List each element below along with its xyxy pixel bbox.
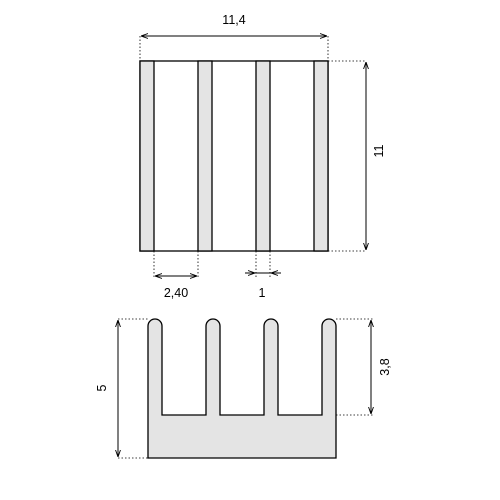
side-view: [147, 318, 337, 459]
overall-height-label: 5: [95, 384, 109, 391]
fin-4: [313, 60, 329, 252]
dimension-overall-width: 11,4: [139, 13, 329, 61]
fin-3: [255, 60, 271, 252]
dimension-fin-thickness: 1: [245, 251, 281, 300]
top-view-outline: [139, 60, 329, 252]
top-view: [139, 60, 329, 252]
side-view-profile: [147, 318, 337, 459]
dimension-fin-gap: 2,40: [153, 251, 199, 300]
dimension-overall-height: 5: [95, 318, 148, 459]
dimension-fin-height: 3,8: [336, 318, 392, 416]
overall-width-label: 11,4: [222, 13, 245, 27]
fin-gap-label: 2,40: [164, 286, 188, 300]
fin-1: [139, 60, 155, 252]
overall-length-label: 11: [372, 144, 386, 157]
fin-thickness-label: 1: [259, 286, 266, 300]
fin-2: [197, 60, 213, 252]
dimension-overall-length: 11: [328, 60, 386, 252]
fin-height-label: 3,8: [378, 358, 392, 375]
